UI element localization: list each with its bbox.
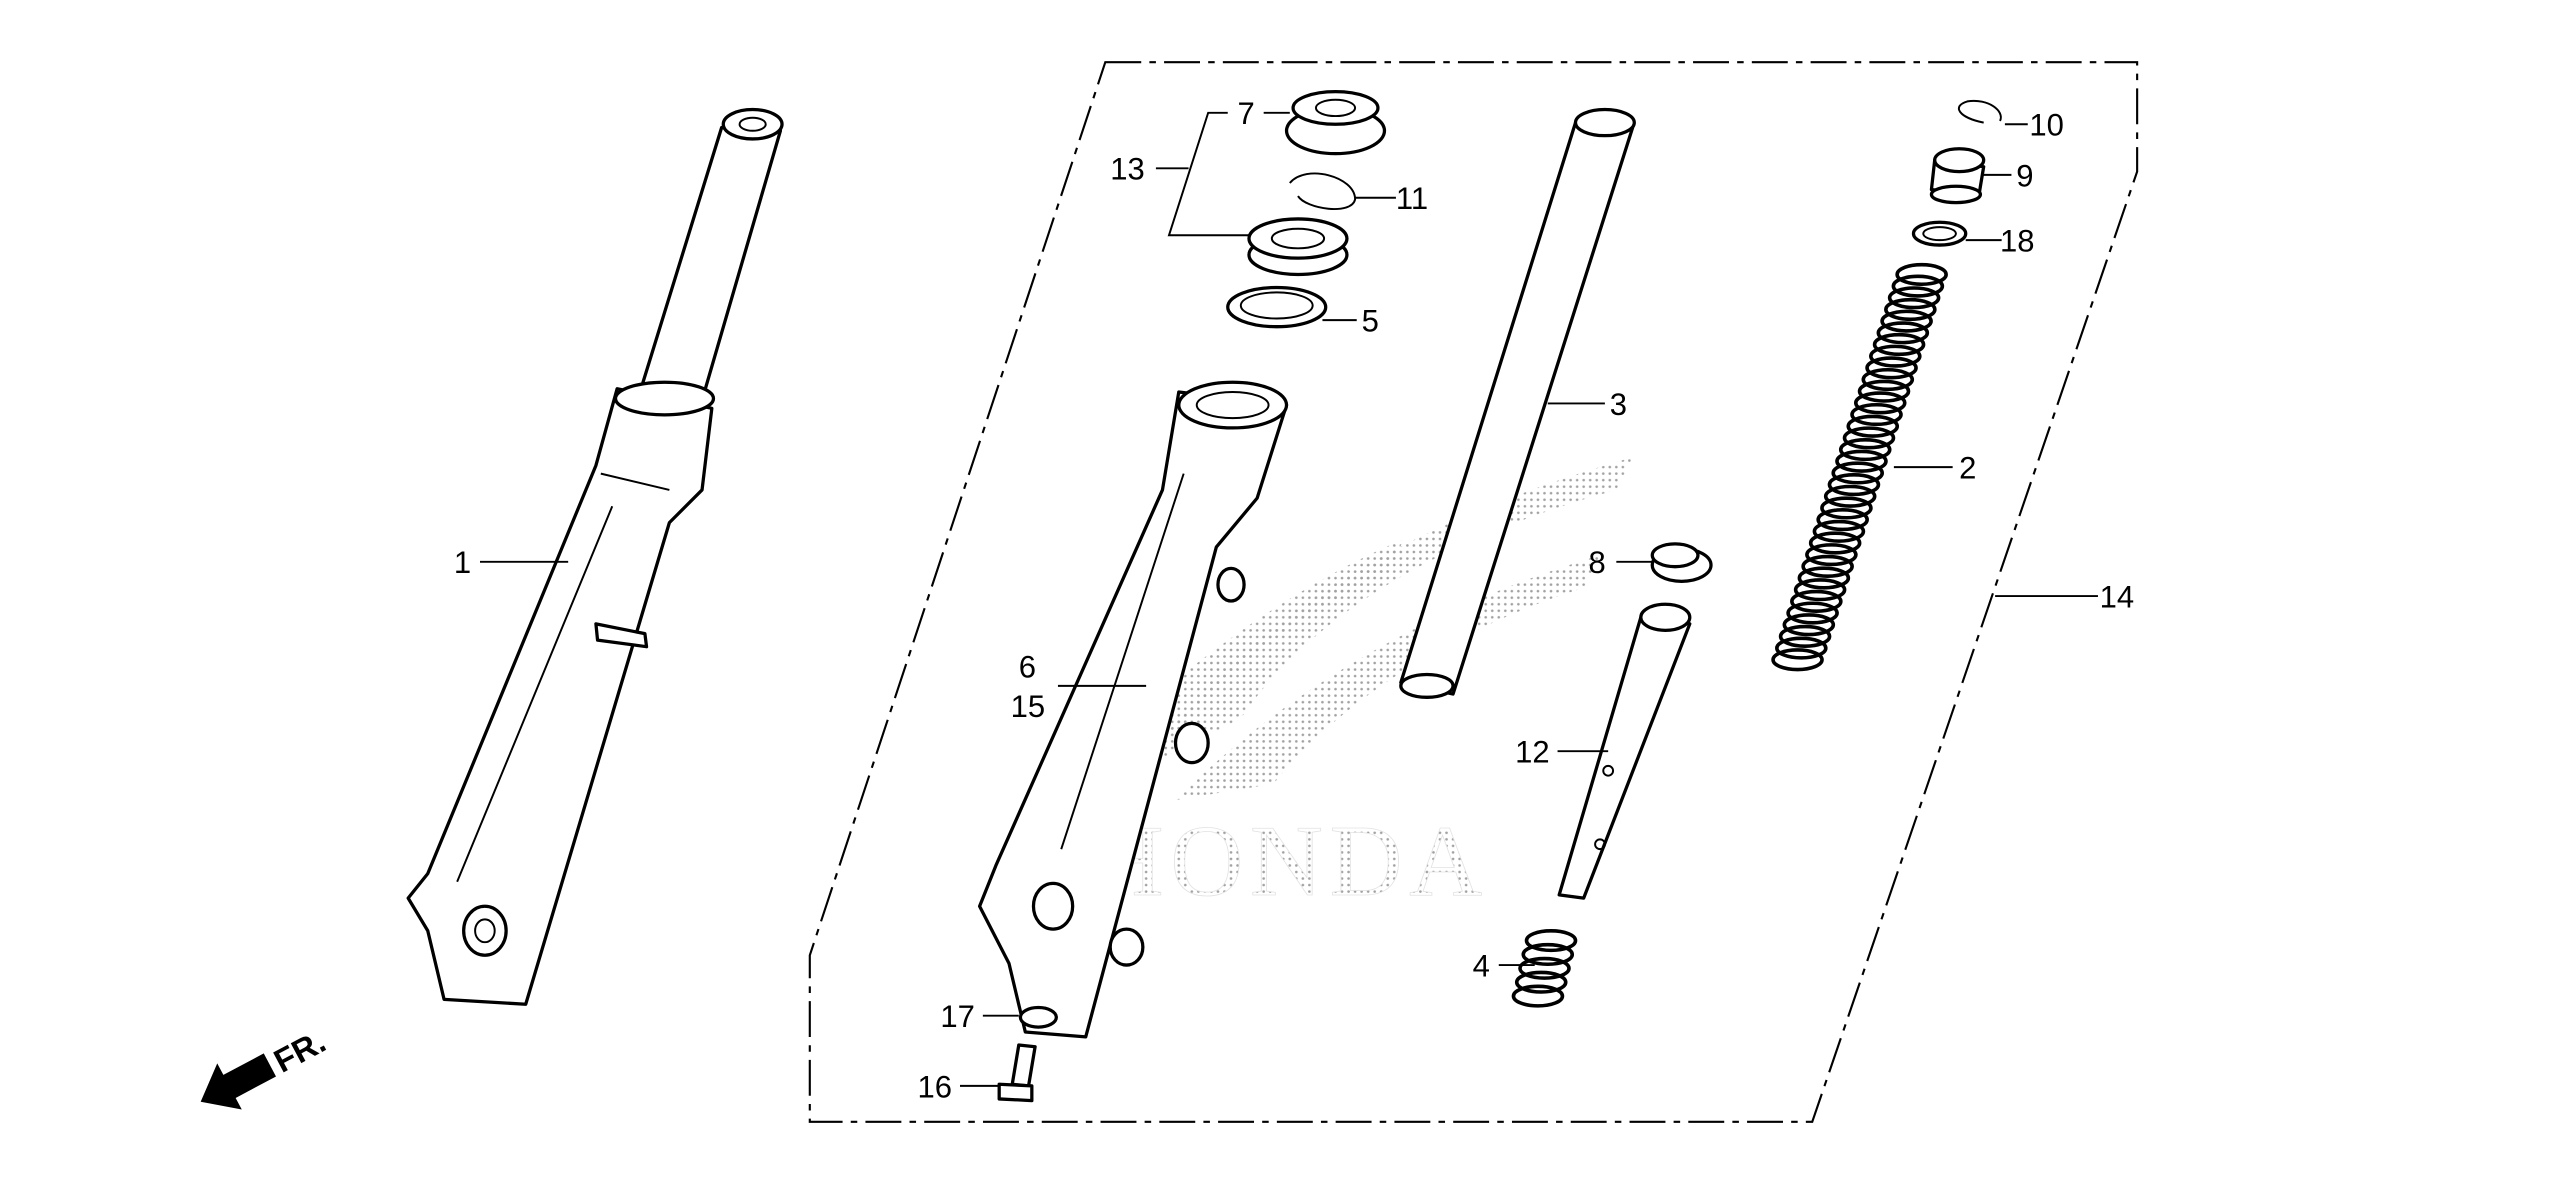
part-10-circlip: [1957, 99, 2002, 124]
callout-labels: 1 2 3 4 5 6 7 8 9 10 11 12 13 14 15 16 1…: [454, 96, 2134, 1104]
callout-15: 15: [1011, 689, 1045, 724]
leader-lines: [480, 111, 2098, 1087]
callout-9: 9: [2016, 158, 2033, 193]
spring-coil: [1805, 543, 1858, 567]
spring-coil: [1895, 262, 1948, 287]
spring-coil: [1514, 970, 1568, 994]
spring-coil: [1891, 274, 1945, 298]
spring-coil: [1835, 449, 1888, 473]
spring-coil: [1797, 566, 1851, 590]
part-5-washer: [1226, 285, 1328, 329]
spring-coil: [1778, 624, 1832, 648]
part-16-bolt: [997, 1043, 1037, 1103]
callout-16: 16: [918, 1069, 953, 1104]
part-12-damper-rod: [1557, 602, 1692, 900]
spring-coil: [1831, 461, 1884, 485]
spring-coil: [1857, 379, 1911, 403]
assembly-14-frame: [808, 61, 2139, 1123]
part-4-rebound-spring: [1511, 928, 1578, 1008]
spring-coil: [1823, 484, 1877, 508]
callout-1: 1: [454, 545, 471, 580]
callout-2: 2: [1959, 451, 1976, 486]
honda-wing-watermark: HONDA: [1090, 457, 1633, 917]
spring-coil: [1518, 956, 1571, 980]
spring-coil: [1884, 297, 1937, 322]
callout-6: 6: [1019, 650, 1036, 685]
spring-coil: [1872, 332, 1926, 357]
callout-17: 17: [940, 999, 975, 1034]
spring-coil: [1853, 391, 1907, 415]
spring-coil: [1842, 426, 1896, 450]
part-11-clip: [1289, 172, 1357, 210]
spring-coil: [1880, 309, 1933, 333]
part-9-plug: [1929, 147, 1986, 205]
fr-label: FR.: [268, 1022, 332, 1079]
spring-coil: [1793, 578, 1847, 602]
spring-coil: [1521, 942, 1575, 967]
spring-coil: [1876, 321, 1930, 345]
spring-coil: [1511, 984, 1565, 1008]
spring-coil: [1816, 508, 1869, 532]
spring-coil: [1812, 519, 1866, 543]
part-18-o-ring: [1911, 220, 1968, 247]
part-13-oil-seal: [1247, 217, 1349, 277]
callout-11: 11: [1396, 181, 1428, 216]
spring-coil: [1865, 356, 1918, 380]
spring-coil: [1782, 613, 1836, 637]
spring-coil: [1861, 367, 1915, 392]
spring-coil: [1869, 344, 1922, 368]
callout-5: 5: [1362, 304, 1379, 339]
spring-coil: [1887, 286, 1941, 310]
callout-10: 10: [2029, 108, 2064, 143]
callout-4: 4: [1473, 948, 1490, 983]
spring-coil: [1827, 473, 1881, 497]
spring-coil: [1838, 437, 1892, 462]
callout-7: 7: [1238, 96, 1255, 131]
spring-coil: [1846, 414, 1900, 438]
spring-coil: [1775, 636, 1828, 660]
callout-8: 8: [1589, 545, 1606, 580]
spring-coil: [1808, 531, 1862, 555]
part-8-seat: [1650, 542, 1713, 584]
part-3-fork-tube: [1399, 107, 1636, 699]
honda-watermark-text: HONDA: [1091, 805, 1489, 917]
spring-coil: [1771, 648, 1824, 672]
callout-18: 18: [2000, 224, 2035, 259]
callout-12: 12: [1515, 735, 1550, 770]
part-17-washer: [1018, 1005, 1058, 1029]
part-1-fork-assembly: [406, 107, 784, 1006]
spring-coil: [1790, 589, 1843, 613]
spring-coil: [1801, 554, 1854, 578]
part-6-15-fork-slider: [977, 380, 1289, 1039]
spring-coil: [1786, 601, 1839, 625]
spring-coil: [1820, 496, 1873, 520]
callout-14: 14: [2100, 580, 2135, 615]
callout-3: 3: [1610, 387, 1627, 422]
part-2-spring: [1771, 262, 1948, 672]
part-7-dust-seal: [1284, 89, 1387, 156]
front-direction-arrow: FR.: [200, 1022, 332, 1110]
spring-coil: [1850, 402, 1903, 427]
spring-coil: [1524, 928, 1578, 953]
callout-13: 13: [1110, 152, 1145, 187]
